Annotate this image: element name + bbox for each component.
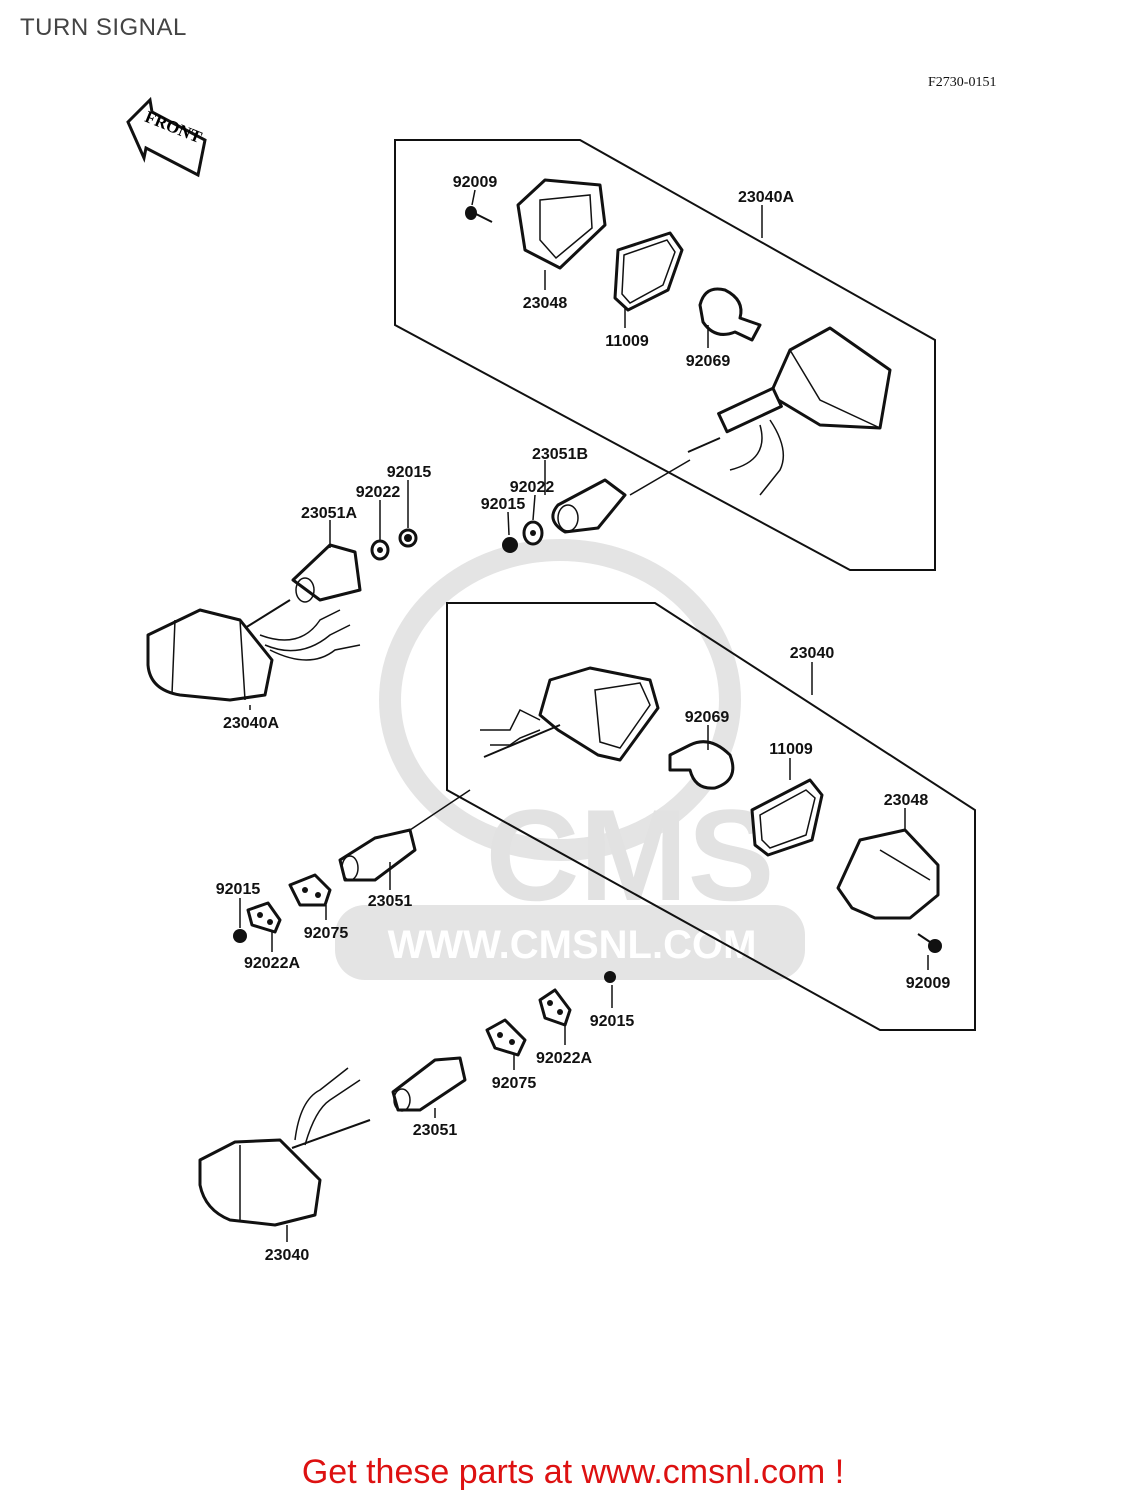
nut-92015-lower-right [604,971,616,983]
label-92015-left: 92015 [387,464,432,481]
grommet-23051-lower [391,1056,467,1112]
turn-signal-23040-lower-box [480,666,660,762]
screw-92009-upper [465,206,493,223]
footer-link[interactable]: Get these parts at www.cmsnl.com ! [301,1453,845,1491]
label-11009-upper: 11009 [605,333,649,350]
turn-signal-23040-bottom [198,1067,371,1227]
nut-92015-center [502,537,518,553]
label-92022a-right: 92022A [536,1050,592,1067]
label-23051b: 23051B [532,446,588,463]
label-92015-center: 92015 [481,496,526,513]
label-23051-upper: 23051 [368,893,413,910]
label-23051a: 23051A [301,505,357,522]
plate-92075-right [485,1018,527,1057]
lens-23048-lower [836,828,940,920]
grommet-23051b [551,478,627,534]
figure-code: F2730-0151 [928,75,997,90]
plate-92022a-right [538,988,572,1027]
grommet-23051a [291,543,362,603]
front-arrow: FRONT [126,96,207,178]
label-92075-right: 92075 [492,1075,537,1092]
label-92009-lower: 92009 [906,975,951,992]
turn-signal-23040a-left [146,599,361,702]
label-23040-box: 23040 [790,645,835,662]
label-23051-lower: 23051 [413,1122,458,1139]
gasket-11009-lower [750,778,824,857]
page-title: TURN SIGNAL [20,14,187,41]
label-23040a-box: 23040A [738,189,794,206]
label-92022-center: 92022 [510,479,555,496]
gasket-11009-upper [613,231,684,312]
label-92075-left: 92075 [304,925,349,942]
watermark-url: WWW.CMSNL.COM [388,923,757,967]
axis-line-upper [629,459,691,496]
nut-92015-left [398,528,418,548]
washer-92022-center [522,520,544,546]
nut-92015-lower-left [233,929,247,943]
label-92022a-left: 92022A [244,955,300,972]
label-23040a-left: 23040A [223,715,279,732]
box-23040a [394,139,936,571]
label-92069-lower: 92069 [685,709,730,726]
washer-92022-left [370,539,390,561]
grommet-23051-upper-left [338,828,417,882]
label-11009-lower: 11009 [769,741,813,758]
lens-23048-upper [516,178,607,270]
watermark-brand: CMS [486,782,775,928]
label-92015-lower-right: 92015 [590,1013,635,1030]
label-23048-lower: 23048 [884,792,929,809]
turn-signal-23040a-upper [687,326,892,496]
screw-92009-lower [917,933,942,953]
axis-line-lower [409,789,471,831]
bulb-92069-upper [698,287,762,342]
label-92015-lower-left: 92015 [216,881,261,898]
box-23040 [446,602,976,1031]
label-92069-upper: 92069 [686,353,731,370]
plate-92075-left [288,873,332,907]
plate-92022a-left [246,901,282,934]
label-23048-upper: 23048 [523,295,568,312]
label-92009-upper: 92009 [453,174,498,191]
watermark: CMS WWW.CMSNL.COM [335,539,805,980]
label-23040-bottom: 23040 [265,1247,310,1264]
label-92022-left: 92022 [356,484,401,501]
leader-lines [239,189,929,1242]
